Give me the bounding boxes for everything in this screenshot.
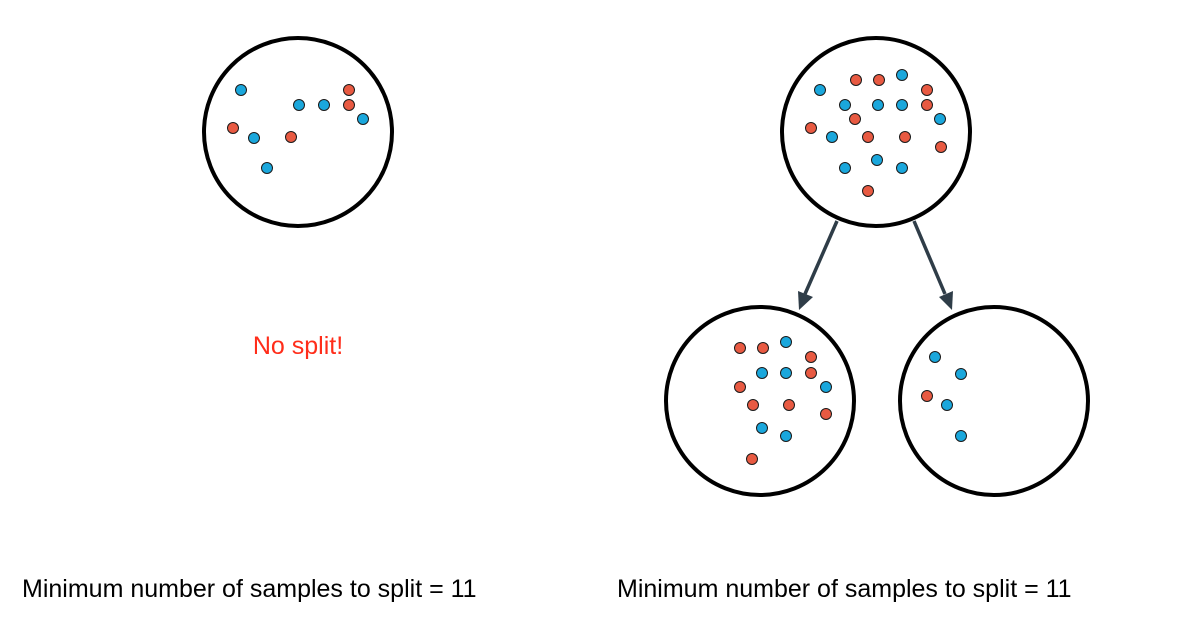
left-child-node-red-sample — [746, 453, 758, 465]
root-node-blue-sample — [814, 84, 826, 96]
root-node-red-sample — [862, 131, 874, 143]
right-child-node-blue-sample — [955, 368, 967, 380]
right-caption: Minimum number of samples to split = 11 — [617, 575, 1072, 603]
left-child-node-blue-sample — [780, 430, 792, 442]
left-child-node-red-sample — [747, 399, 759, 411]
root-node-blue-sample — [839, 162, 851, 174]
right-child-node-blue-sample — [955, 430, 967, 442]
left-child-node-samples — [734, 336, 832, 465]
arrow-right-line — [912, 220, 947, 295]
root-node-blue-sample — [872, 99, 884, 111]
root-node-red-sample — [849, 113, 861, 125]
no-split-node-samples — [227, 84, 369, 174]
root-node-red-sample — [805, 122, 817, 134]
no-split-node-blue-sample — [293, 99, 305, 111]
right-child-node-samples — [921, 351, 967, 442]
root-node-red-sample — [921, 84, 933, 96]
root-node-blue-sample — [934, 113, 946, 125]
left-child-node-blue-sample — [756, 422, 768, 434]
arrow-right-head — [939, 291, 953, 310]
no-split-node-red-sample — [343, 99, 355, 111]
left-child-node — [664, 305, 856, 497]
root-node-blue-sample — [896, 162, 908, 174]
root-node-red-sample — [899, 131, 911, 143]
left-child-node-red-sample — [734, 342, 746, 354]
root-node-red-sample — [935, 141, 947, 153]
no-split-node-red-sample — [227, 122, 239, 134]
no-split-node-red-sample — [285, 131, 297, 143]
root-node-red-sample — [850, 74, 862, 86]
root-node — [780, 36, 972, 228]
right-child-node-blue-sample — [929, 351, 941, 363]
right-child-node-blue-sample — [941, 399, 953, 411]
left-child-node-red-sample — [734, 381, 746, 393]
left-child-node-blue-sample — [756, 367, 768, 379]
left-child-node-red-sample — [783, 399, 795, 411]
no-split-node-blue-sample — [357, 113, 369, 125]
left-caption: Minimum number of samples to split = 11 — [22, 575, 477, 603]
arrow-left-head — [798, 291, 813, 310]
no-split-node-blue-sample — [318, 99, 330, 111]
left-child-node-red-sample — [805, 367, 817, 379]
root-node-blue-sample — [871, 154, 883, 166]
no-split-node-red-sample — [343, 84, 355, 96]
left-child-node-red-sample — [820, 408, 832, 420]
no-split-node-blue-sample — [235, 84, 247, 96]
left-panel: No split! Minimum number of samples to s… — [22, 36, 477, 603]
no-split-node — [202, 36, 394, 228]
right-child-node — [898, 305, 1090, 497]
left-child-node-blue-sample — [820, 381, 832, 393]
no-split-label: No split! — [253, 332, 343, 360]
arrow-left-line — [803, 220, 839, 295]
root-node-blue-sample — [839, 99, 851, 111]
left-child-node-red-sample — [805, 351, 817, 363]
root-node-blue-sample — [896, 99, 908, 111]
no-split-node-blue-sample — [261, 162, 273, 174]
root-node-blue-sample — [896, 69, 908, 81]
root-node-blue-sample — [826, 131, 838, 143]
right-panel: Minimum number of samples to split = 11 — [617, 36, 1090, 603]
root-node-red-sample — [921, 99, 933, 111]
left-child-node-blue-sample — [780, 367, 792, 379]
right-child-node-red-sample — [921, 390, 933, 402]
no-split-node-blue-sample — [248, 132, 260, 144]
root-node-red-sample — [862, 185, 874, 197]
left-child-node-blue-sample — [780, 336, 792, 348]
left-child-node-red-sample — [757, 342, 769, 354]
root-node-samples — [805, 69, 947, 197]
root-node-red-sample — [873, 74, 885, 86]
